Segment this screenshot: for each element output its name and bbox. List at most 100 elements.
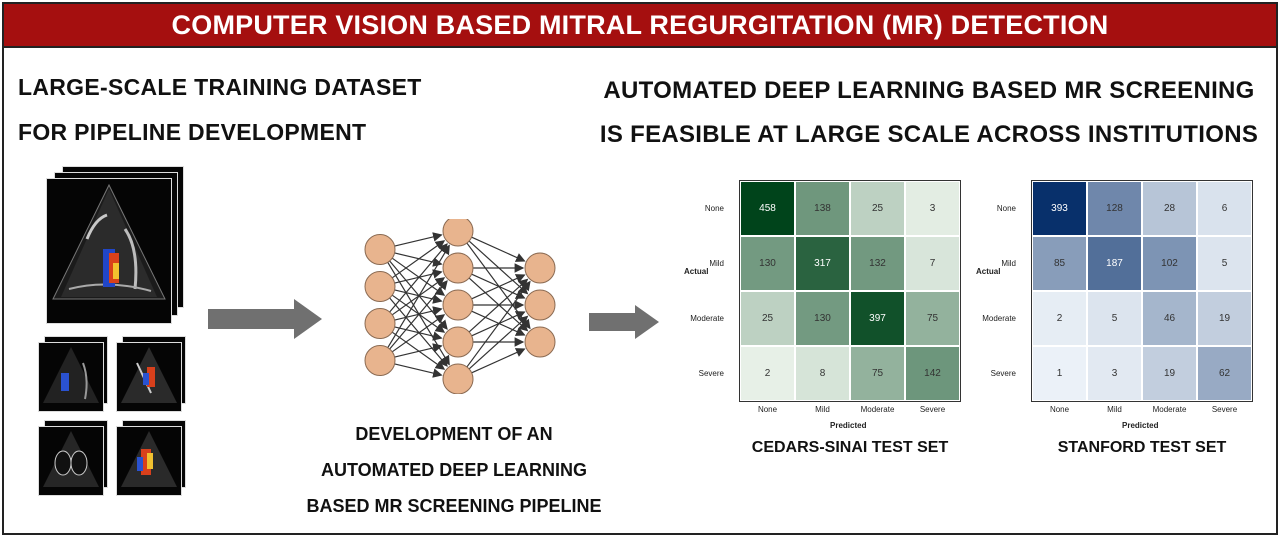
matrix-border [739,180,961,402]
echo-stack-small-3 [36,420,110,498]
matrix-cell: 3 [1087,346,1142,401]
matrix-row-label: Severe [698,368,724,378]
flow-arrow-right-icon [208,299,322,339]
nn-node [524,326,556,358]
matrix-cell: 397 [850,291,905,346]
nn-node [442,289,474,321]
matrix-cell: 7 [905,236,960,291]
nn-node [364,234,396,265]
nn-connection [468,278,529,333]
nn-node [524,289,556,321]
matrix-cell: 19 [1142,346,1197,401]
echo-apical-color-doppler [52,183,166,300]
matrix-cell: 128 [1087,181,1142,236]
echo-stack-small-4 [114,420,188,498]
matrix-row-label: None [996,203,1016,213]
matrix-xlabel: Predicted [1122,421,1159,430]
nn-node [364,308,396,339]
matrix-col-label: Moderate [860,405,895,414]
matrix-cell: 25 [850,181,905,236]
pipeline-caption-line3: BASED MR SCREENING PIPELINE [306,496,602,516]
matrix-cell: 6 [1197,181,1252,236]
nn-connection [468,240,529,295]
nn-node [442,252,474,284]
dataset-heading-line1: LARGE-SCALE TRAINING DATASET [18,74,422,100]
matrix-cell: 8 [795,346,850,401]
matrix-xlabel: Predicted [830,421,867,430]
matrix-col-label: Moderate [1152,405,1187,414]
nn-connection [389,243,448,313]
conclusion-heading-line1: AUTOMATED DEEP LEARNING BASED MR SCREENI… [603,77,1255,104]
nn-connection [471,310,526,336]
matrix-row-label: None [704,203,724,213]
matrix-cell: 132 [850,236,905,291]
conclusion-heading-line2: IS FEASIBLE AT LARGE SCALE ACROSS INSTIT… [599,121,1259,148]
matrix-cell: 458 [740,181,795,236]
matrix-row-label: Moderate [982,313,1016,323]
nn-node [442,326,474,358]
matrix-cell: 142 [905,346,960,401]
nn-connection [471,274,526,300]
nn-connection [387,244,450,348]
matrix-cell: 3 [905,181,960,236]
matrix-col-label: Severe [1211,405,1238,414]
title-banner: COMPUTER VISION BASED MITRAL REGURGITATI… [4,4,1276,48]
matrix-cell: 393 [1032,181,1087,236]
matrix-row-label: Mild [709,258,724,268]
matrix-cell: 317 [795,236,850,291]
neural-network-icon [364,219,556,394]
matrix-caption: CEDARS-SINAI TEST SET [751,439,949,456]
flow-arrow-right-icon-2 [589,305,659,339]
nn-connection [391,294,446,333]
nn-connection [394,252,443,267]
nn-connection [394,289,443,304]
nn-connection [391,257,446,296]
matrix-cell: 102 [1142,236,1197,291]
matrix-col-label: Mild [1107,405,1122,414]
nn-connection [391,240,446,279]
nn-connection [468,315,529,370]
nn-connection [389,280,448,350]
nn-connection [391,331,446,370]
nn-connection [394,343,443,358]
nn-connection [471,348,526,374]
matrix-cell: 19 [1197,291,1252,346]
matrix-cell: 138 [795,181,850,236]
nn-connection [394,326,443,341]
nn-connection [471,236,526,262]
echo-stack-small-2 [114,336,188,414]
matrix-row-label: Moderate [690,313,724,323]
pipeline-caption-line2: AUTOMATED DEEP LEARNING [320,460,588,480]
matrix-cell: 5 [1087,291,1142,346]
nn-node [364,271,396,302]
matrix-row-label: Severe [990,368,1016,378]
echo-stack-large [42,166,187,326]
matrix-cell: 75 [850,346,905,401]
matrix-caption: STANFORD TEST SET [1057,439,1227,456]
matrix-col-label: None [757,405,778,414]
nn-connection [468,277,529,332]
matrix-cell: 85 [1032,236,1087,291]
matrix-ylabel: Actual [976,267,1001,276]
nn-node [442,363,474,394]
dataset-heading-line2: FOR PIPELINE DEVELOPMENT [18,119,367,145]
matrix-col-label: Severe [919,405,946,414]
matrix-cell: 46 [1142,291,1197,346]
nn-connection [391,314,446,353]
banner-title: COMPUTER VISION BASED MITRAL REGURGITATI… [171,9,1109,40]
matrix-row-label: Mild [1001,258,1016,268]
matrix-cell: 2 [1032,291,1087,346]
nn-connection [471,273,526,299]
matrix-col-label: Mild [815,405,830,414]
nn-connection [394,363,443,378]
matrix-border [1031,180,1253,402]
matrix-col-label: None [1049,405,1070,414]
matrix-cell: 130 [740,236,795,291]
matrix-cell: 1 [1032,346,1087,401]
matrix-cell: 62 [1197,346,1252,401]
matrix-cell: 187 [1087,236,1142,291]
matrix-cell: 2 [740,346,795,401]
pipeline-caption-line1: DEVELOPMENT OF AN [355,424,553,444]
